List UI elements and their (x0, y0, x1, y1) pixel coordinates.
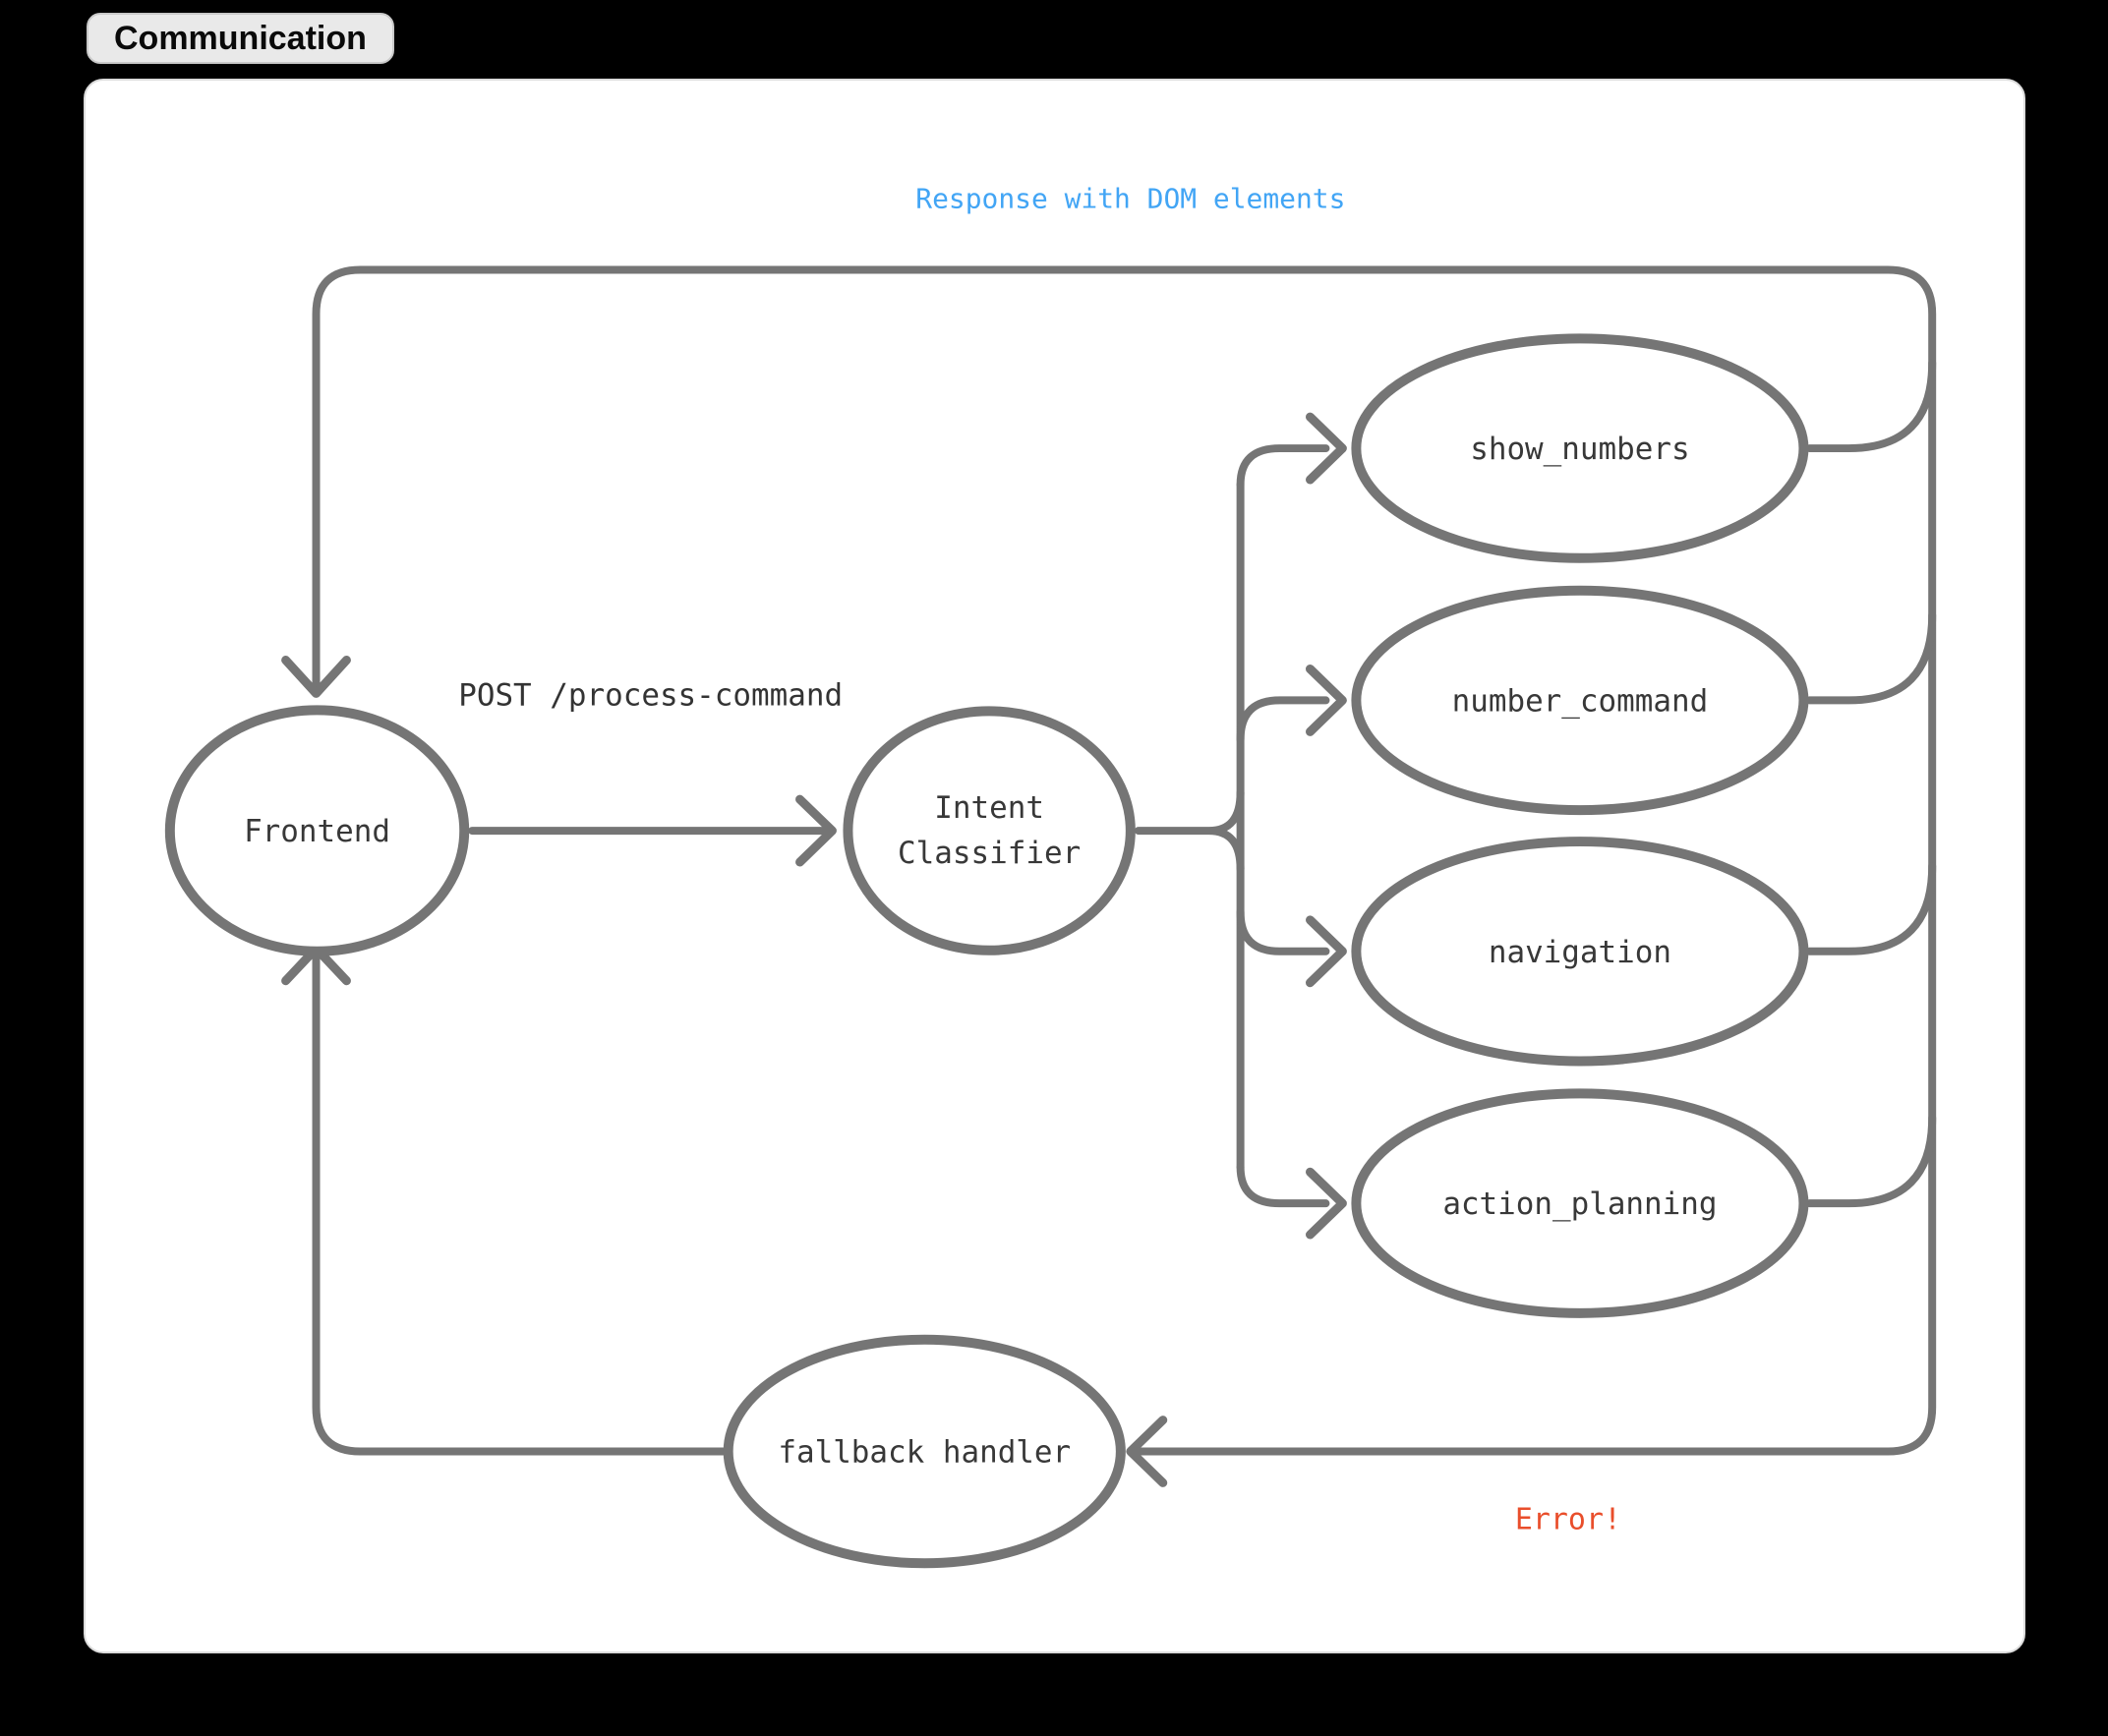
node-number-command-shape (1351, 585, 1809, 816)
node-fallback-handler-label: fallback handler (778, 1434, 1071, 1470)
arrowhead-into-navigation (1305, 915, 1347, 988)
edge-label-error: Error! (1515, 1502, 1621, 1536)
edge-out-action-planning (1805, 1114, 1937, 1208)
node-number-command-label: number_command (1452, 683, 1709, 719)
diagram-panel: Frontend Intent Classifier show_numbers … (84, 79, 2025, 1653)
node-frontend-label: Frontend (244, 814, 390, 849)
arrowhead-into-show-numbers (1305, 412, 1347, 485)
node-show-numbers-shape (1351, 333, 1809, 563)
edge-layer (281, 265, 1937, 1487)
node-layer (164, 333, 1809, 1569)
label-layer: Frontend Intent Classifier show_numbers … (244, 183, 1717, 1537)
node-action-planning-shape (1351, 1088, 1809, 1318)
arrowhead-into-action-planning (1305, 1167, 1347, 1240)
edge-branch-action-planning (1236, 1163, 1330, 1208)
node-intent-classifier-shape (843, 706, 1136, 955)
edge-fallback-to-frontend (312, 947, 730, 1456)
edge-label-post-process-command: POST /process-command (458, 677, 843, 713)
edge-out-navigation (1805, 862, 1937, 955)
node-intent-classifier-label-line1: Intent (934, 790, 1044, 826)
arrowhead-into-fallback-handler (1126, 1416, 1168, 1487)
edge-out-show-numbers (1805, 359, 1937, 453)
flowchart-canvas: Frontend Intent Classifier show_numbers … (164, 183, 1937, 1569)
edge-branch-show-numbers (1236, 444, 1330, 489)
node-show-numbers-label: show_numbers (1470, 432, 1689, 467)
node-navigation-shape (1351, 837, 1809, 1067)
edge-out-number-command (1805, 610, 1937, 705)
edge-intent-fork (1134, 788, 1245, 873)
edge-label-response-with-dom-elements: Response with DOM elements (915, 183, 1345, 215)
arrowhead-into-frontend-top (281, 656, 351, 698)
node-fallback-handler-shape (723, 1334, 1126, 1569)
arrowhead-into-intent-classifier (795, 794, 837, 867)
node-frontend-shape (164, 705, 470, 956)
arrowhead-into-number-command (1305, 665, 1347, 736)
edge-response-loop (312, 265, 1937, 1456)
communication-tab-label: Communication (87, 13, 394, 64)
node-action-planning-label: action_planning (1442, 1186, 1717, 1222)
node-navigation-label: navigation (1489, 935, 1671, 970)
edge-branch-number-command (1236, 696, 1330, 744)
edge-branch-navigation (1236, 907, 1330, 955)
node-intent-classifier-label-line2: Classifier (898, 836, 1081, 871)
